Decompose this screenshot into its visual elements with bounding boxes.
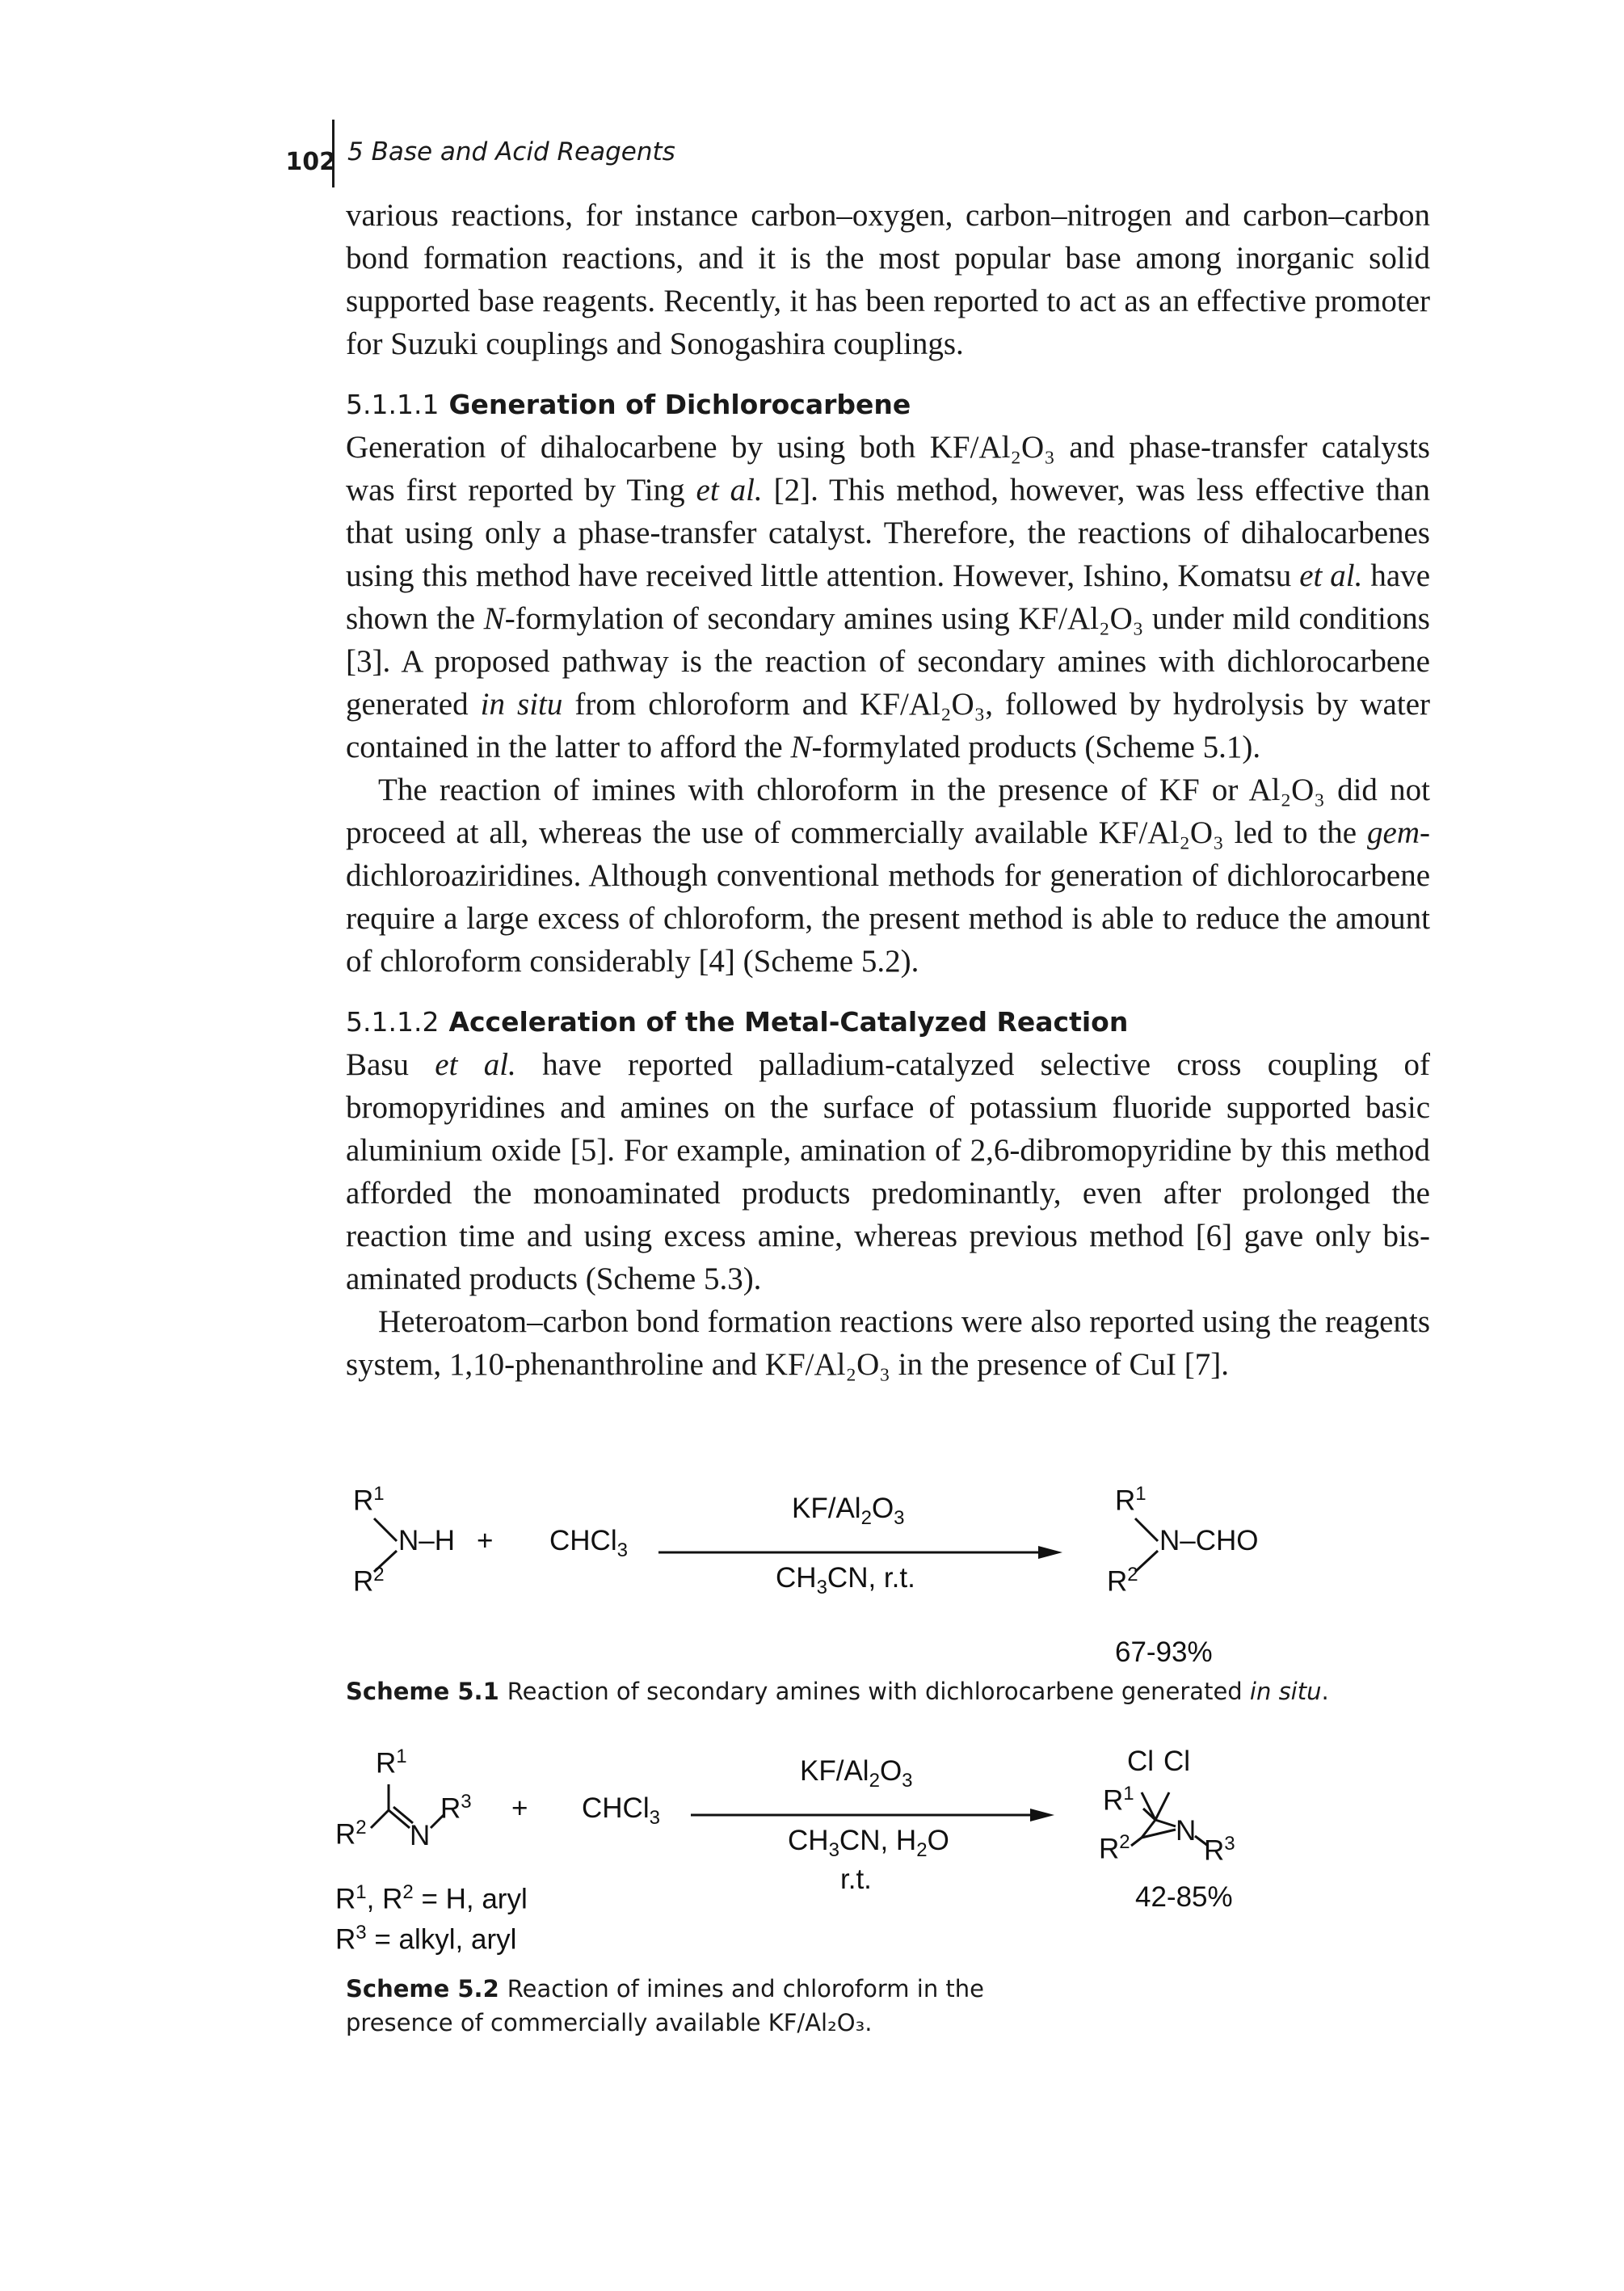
intro-paragraph: various reactions, for instance carbon–o… bbox=[346, 198, 1430, 361]
scheme2-plus: + bbox=[511, 1792, 528, 1824]
scheme-5-1-figure: R1 N–H R2 + CHCl3 KF/Al2O3 CH3CN, r.t. R… bbox=[335, 1483, 1305, 1636]
scheme1-r2: R2 bbox=[353, 1564, 385, 1598]
caption-label: Scheme 5.2 bbox=[346, 1975, 499, 2003]
scheme2-product-cl1: Cl bbox=[1127, 1746, 1155, 1777]
page-number: 102 bbox=[285, 147, 336, 176]
scheme2-product-n: N bbox=[1176, 1815, 1197, 1847]
section-number: 5.1.1.2 bbox=[346, 1006, 440, 1038]
section1-paragraph1: Generation of dihalocarbene by using bot… bbox=[346, 430, 1431, 764]
section-heading-1: 5.1.1.1 Generation of Dichlorocarbene bbox=[346, 383, 1430, 426]
scheme2-condition-1: R1, R2 = H, aryl bbox=[335, 1881, 528, 1915]
section-title: Generation of Dichlorocarbene bbox=[448, 389, 911, 420]
chapter-title: 5 Base and Acid Reagents bbox=[347, 137, 675, 166]
scheme1-reagent-bottom: CH3CN, r.t. bbox=[776, 1562, 915, 1598]
scheme2-product-r2: R2 bbox=[1099, 1831, 1130, 1865]
scheme1-reagent-top: KF/Al2O3 bbox=[792, 1493, 905, 1529]
scheme1-chcl3: CHCl3 bbox=[549, 1525, 628, 1561]
section2-paragraph2: Heteroatom–carbon bond formation reactio… bbox=[346, 1304, 1430, 1382]
scheme2-r3: R3 bbox=[440, 1791, 472, 1825]
scheme-5-2-figure: R1 R2 N R3 + CHCl3 KF/Al2O3 CH3CN, H2O r… bbox=[335, 1746, 1305, 1964]
scheme1-product-r2: R2 bbox=[1107, 1564, 1138, 1598]
scheme2-product-r1: R1 bbox=[1103, 1783, 1134, 1817]
scheme1-product-n: N–CHO bbox=[1159, 1525, 1259, 1556]
scheme2-yield: 42-85% bbox=[1135, 1881, 1233, 1913]
running-header: 102 bbox=[259, 136, 347, 187]
caption-label: Scheme 5.1 bbox=[346, 1678, 499, 1705]
scheme2-r1: R1 bbox=[376, 1746, 407, 1779]
scheme-5-2-bonds bbox=[369, 1784, 1209, 1847]
scheme2-condition-2: R3 = alkyl, aryl bbox=[335, 1922, 517, 1956]
scheme2-reagent-top: KF/Al2O3 bbox=[800, 1755, 913, 1792]
scheme2-n: N bbox=[410, 1820, 431, 1851]
scheme1-product-r1: R1 bbox=[1115, 1483, 1146, 1517]
body-text-top: various reactions, for instance carbon–o… bbox=[346, 194, 1430, 1386]
scheme1-yield: 67-93% bbox=[1115, 1636, 1213, 1668]
scheme2-product-r3: R3 bbox=[1204, 1833, 1235, 1867]
scheme2-chcl3: CHCl3 bbox=[582, 1792, 660, 1829]
header-divider bbox=[332, 120, 334, 187]
section1-paragraph2: The reaction of imines with chloroform i… bbox=[346, 773, 1430, 979]
scheme1-nh: N–H bbox=[398, 1525, 456, 1556]
section-number: 5.1.1.1 bbox=[346, 389, 440, 420]
section-title: Acceleration of the Metal-Catalyzed Reac… bbox=[448, 1006, 1129, 1038]
scheme2-r2: R2 bbox=[335, 1817, 367, 1851]
scheme1-plus: + bbox=[477, 1525, 494, 1556]
scheme2-reagent-mid: CH3CN, H2O bbox=[788, 1825, 949, 1861]
scheme-5-1-bonds bbox=[372, 1517, 1159, 1573]
scheme2-product-cl2: Cl bbox=[1163, 1746, 1191, 1777]
scheme2-reagent-bottom: r.t. bbox=[840, 1864, 872, 1895]
scheme1-r1: R1 bbox=[353, 1483, 385, 1517]
section2-paragraph1: Basu et al. have reported palladium-cata… bbox=[346, 1047, 1431, 1296]
